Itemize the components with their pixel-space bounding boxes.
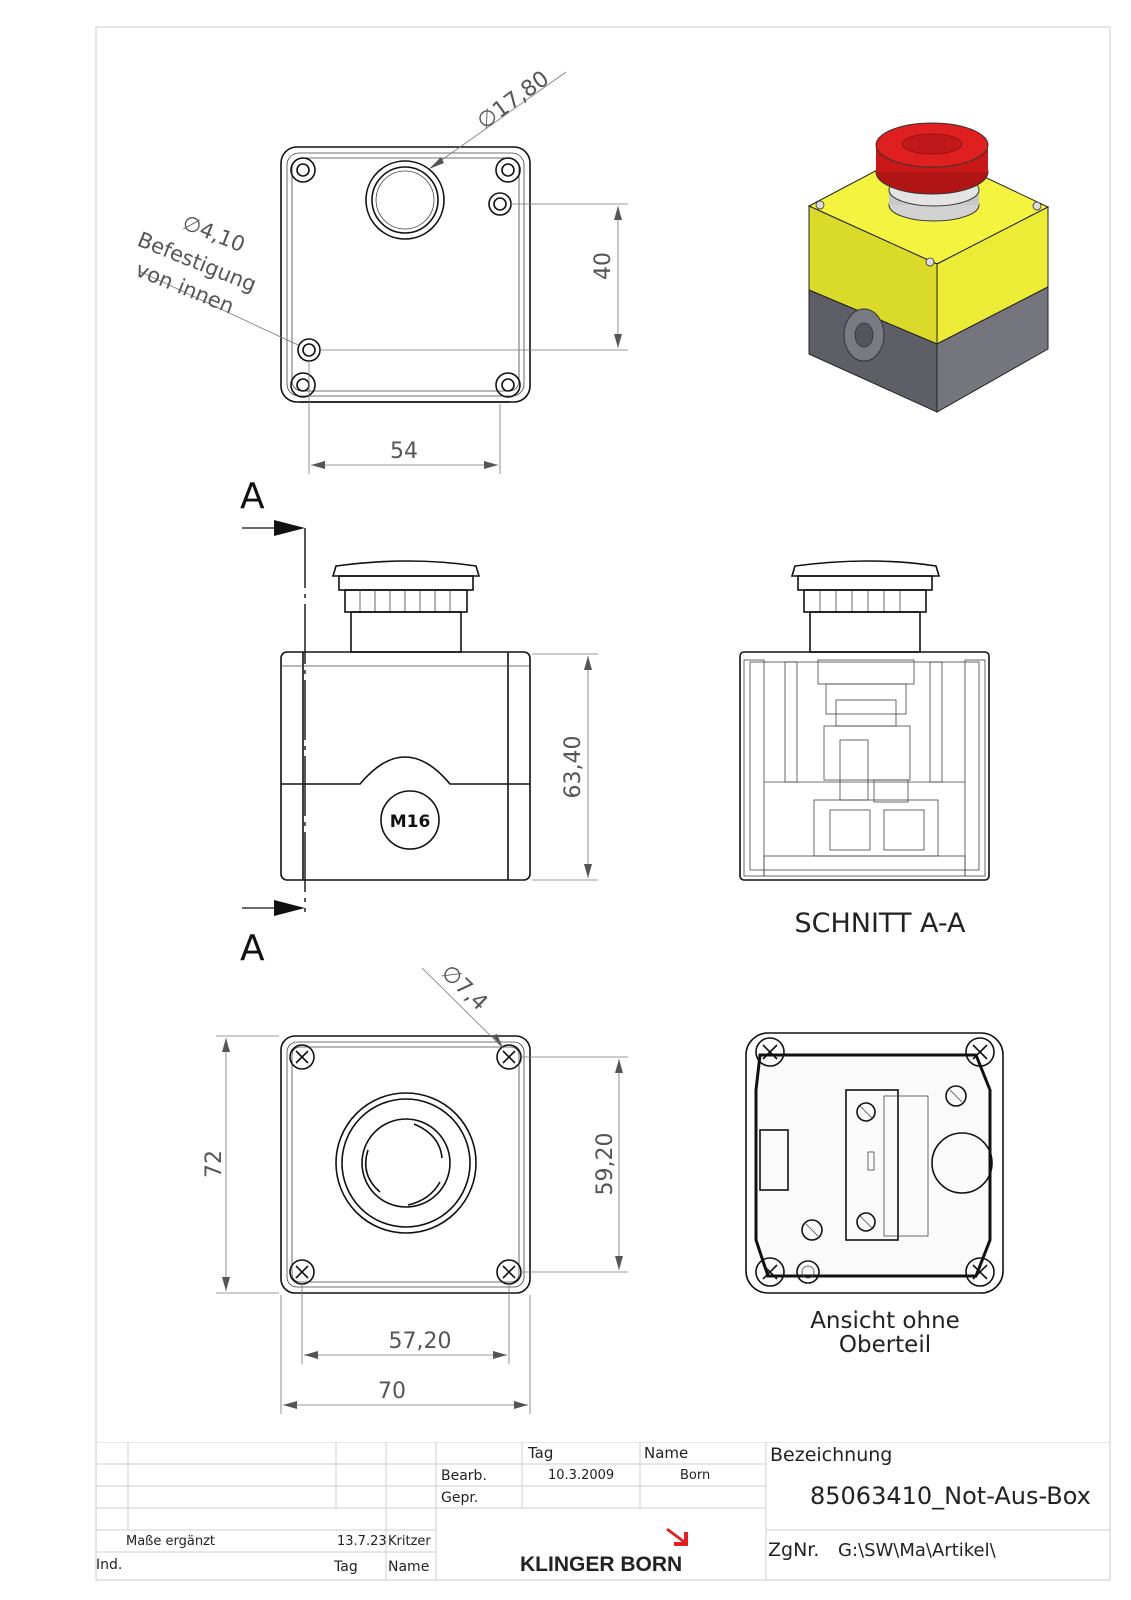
rev-tag-label: Tag xyxy=(334,1559,358,1575)
section-mark-top: A xyxy=(240,476,265,517)
dim-5920: 59,20 xyxy=(593,1133,618,1196)
front-view: M16 A A xyxy=(240,476,531,969)
zgnr-label: ZgNr. xyxy=(768,1539,820,1561)
front-view-dimensions: 63,40 xyxy=(532,653,598,881)
logo-arrow-icon xyxy=(666,1528,688,1546)
isometric-view xyxy=(807,122,1050,413)
zgnr-value: G:\SW\Ma\Artikel\ xyxy=(838,1540,996,1561)
rev-name-label: Name xyxy=(388,1559,430,1575)
dim-54: 54 xyxy=(390,439,418,464)
bearb-name: Born xyxy=(680,1468,711,1483)
revision-date: 13.7.23 xyxy=(337,1534,387,1549)
m16-label: M16 xyxy=(390,812,431,832)
dim-5720: 57,20 xyxy=(389,1329,452,1354)
section-caption: SCHNITT A-A xyxy=(794,908,966,939)
inside-caption-2: Oberteil xyxy=(839,1332,931,1358)
name-header: Name xyxy=(644,1444,689,1462)
title-block-grid xyxy=(96,1442,1110,1580)
inside-caption-1: Ansicht ohne xyxy=(810,1308,960,1334)
section-view xyxy=(739,560,990,881)
top-view xyxy=(280,146,531,403)
bezeichnung-value: 85063410_Not-Aus-Box xyxy=(810,1482,1091,1510)
gepr-label: Gepr. xyxy=(441,1490,479,1506)
inside-view xyxy=(745,1032,1004,1294)
company-logo: KLINGER BORN xyxy=(520,1553,683,1576)
dim-70: 70 xyxy=(378,1379,406,1404)
revision-name: Kritzer xyxy=(388,1534,431,1549)
title-block: Tag Name Bearb. 10.3.2009 Born Gepr. Maß… xyxy=(96,1442,1110,1580)
section-mark-bottom: A xyxy=(240,928,265,969)
bottom-view-dimensions: ∅7,4 72 59,20 57,20 70 xyxy=(202,960,628,1414)
bearb-label: Bearb. xyxy=(441,1468,487,1484)
bezeichnung-label: Bezeichnung xyxy=(770,1444,893,1466)
dim-40: 40 xyxy=(591,252,616,280)
bottom-view xyxy=(280,1035,531,1294)
tag-header: Tag xyxy=(528,1444,554,1462)
dim-74: ∅7,4 xyxy=(436,960,492,1016)
dim-72: 72 xyxy=(202,1150,227,1178)
ind-label: Ind. xyxy=(96,1557,123,1573)
bearb-date: 10.3.2009 xyxy=(548,1468,615,1483)
drawing-frame xyxy=(95,26,1111,1581)
top-view-dimensions: ∅17,80 ∅4,10 Befestigung von innen 40 54 xyxy=(132,66,628,474)
dim-hole-dia: ∅17,80 xyxy=(473,66,554,135)
revision-text: Maße ergänzt xyxy=(126,1534,215,1549)
dim-6340: 63,40 xyxy=(561,736,586,799)
